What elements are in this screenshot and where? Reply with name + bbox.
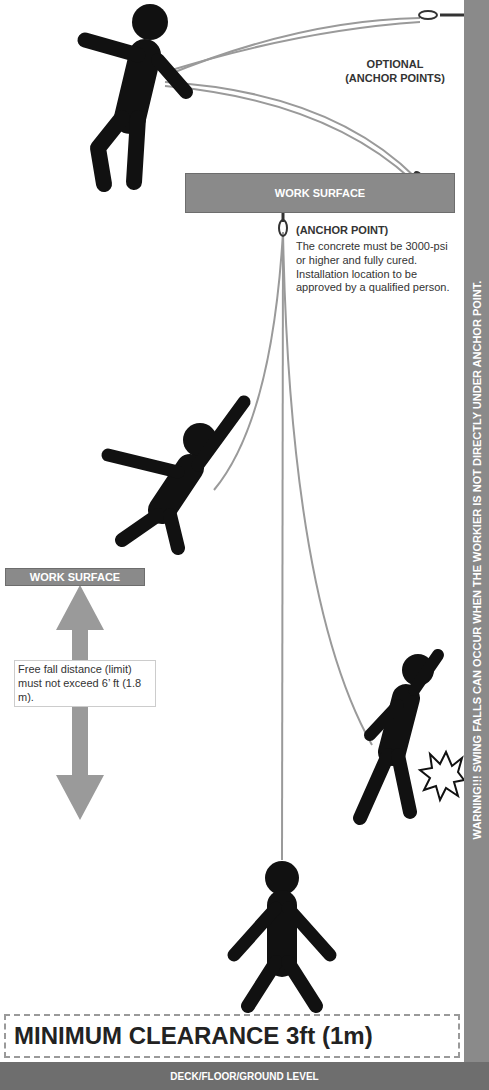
lanyard — [283, 232, 372, 745]
worker-figures — [85, 4, 438, 1006]
wall-band: WARNING!!! SWING FALLS CAN OCCUR WHEN TH… — [464, 0, 489, 1062]
anchor-note: The concrete must be 3000-psi or higher … — [296, 240, 458, 295]
clearance-box: MINIMUM CLEARANCE 3ft (1m) — [4, 1014, 460, 1058]
lanyard — [165, 86, 412, 180]
band-label: WORK SURFACE — [30, 571, 120, 583]
band-label: DECK/FLOOR/GROUND LEVEL — [170, 1071, 318, 1082]
worker-top — [85, 4, 186, 184]
worker-falling — [108, 402, 244, 548]
anchor-label: (ANCHOR POINTS) — [335, 72, 455, 86]
ground-band: DECK/FLOOR/GROUND LEVEL — [0, 1062, 489, 1090]
lanyard — [282, 232, 283, 860]
carabiner — [279, 220, 287, 236]
work-surface-band: WORK SURFACE — [5, 568, 145, 586]
worker-swing-fall — [360, 654, 438, 818]
warning-text: WARNING!!! SWING FALLS CAN OCCUR WHEN TH… — [470, 281, 482, 840]
wall-anchor — [440, 14, 464, 17]
impact-burst — [420, 752, 464, 800]
work-surface-band: WORK SURFACE — [185, 173, 455, 213]
lanyard — [214, 232, 283, 490]
band-label: WORK SURFACE — [275, 187, 365, 199]
carabiner — [419, 11, 437, 19]
lanyard — [165, 82, 416, 178]
band-label: MINIMUM CLEARANCE 3ft (1m) — [14, 1023, 373, 1049]
anchor-label: (ANCHOR POINT) — [296, 224, 456, 238]
lanyards — [165, 18, 420, 860]
worker-standing — [234, 861, 330, 1006]
anchor-label: OPTIONAL — [345, 58, 445, 72]
free-fall-note: Free fall distance (limit) must not exce… — [14, 660, 156, 707]
